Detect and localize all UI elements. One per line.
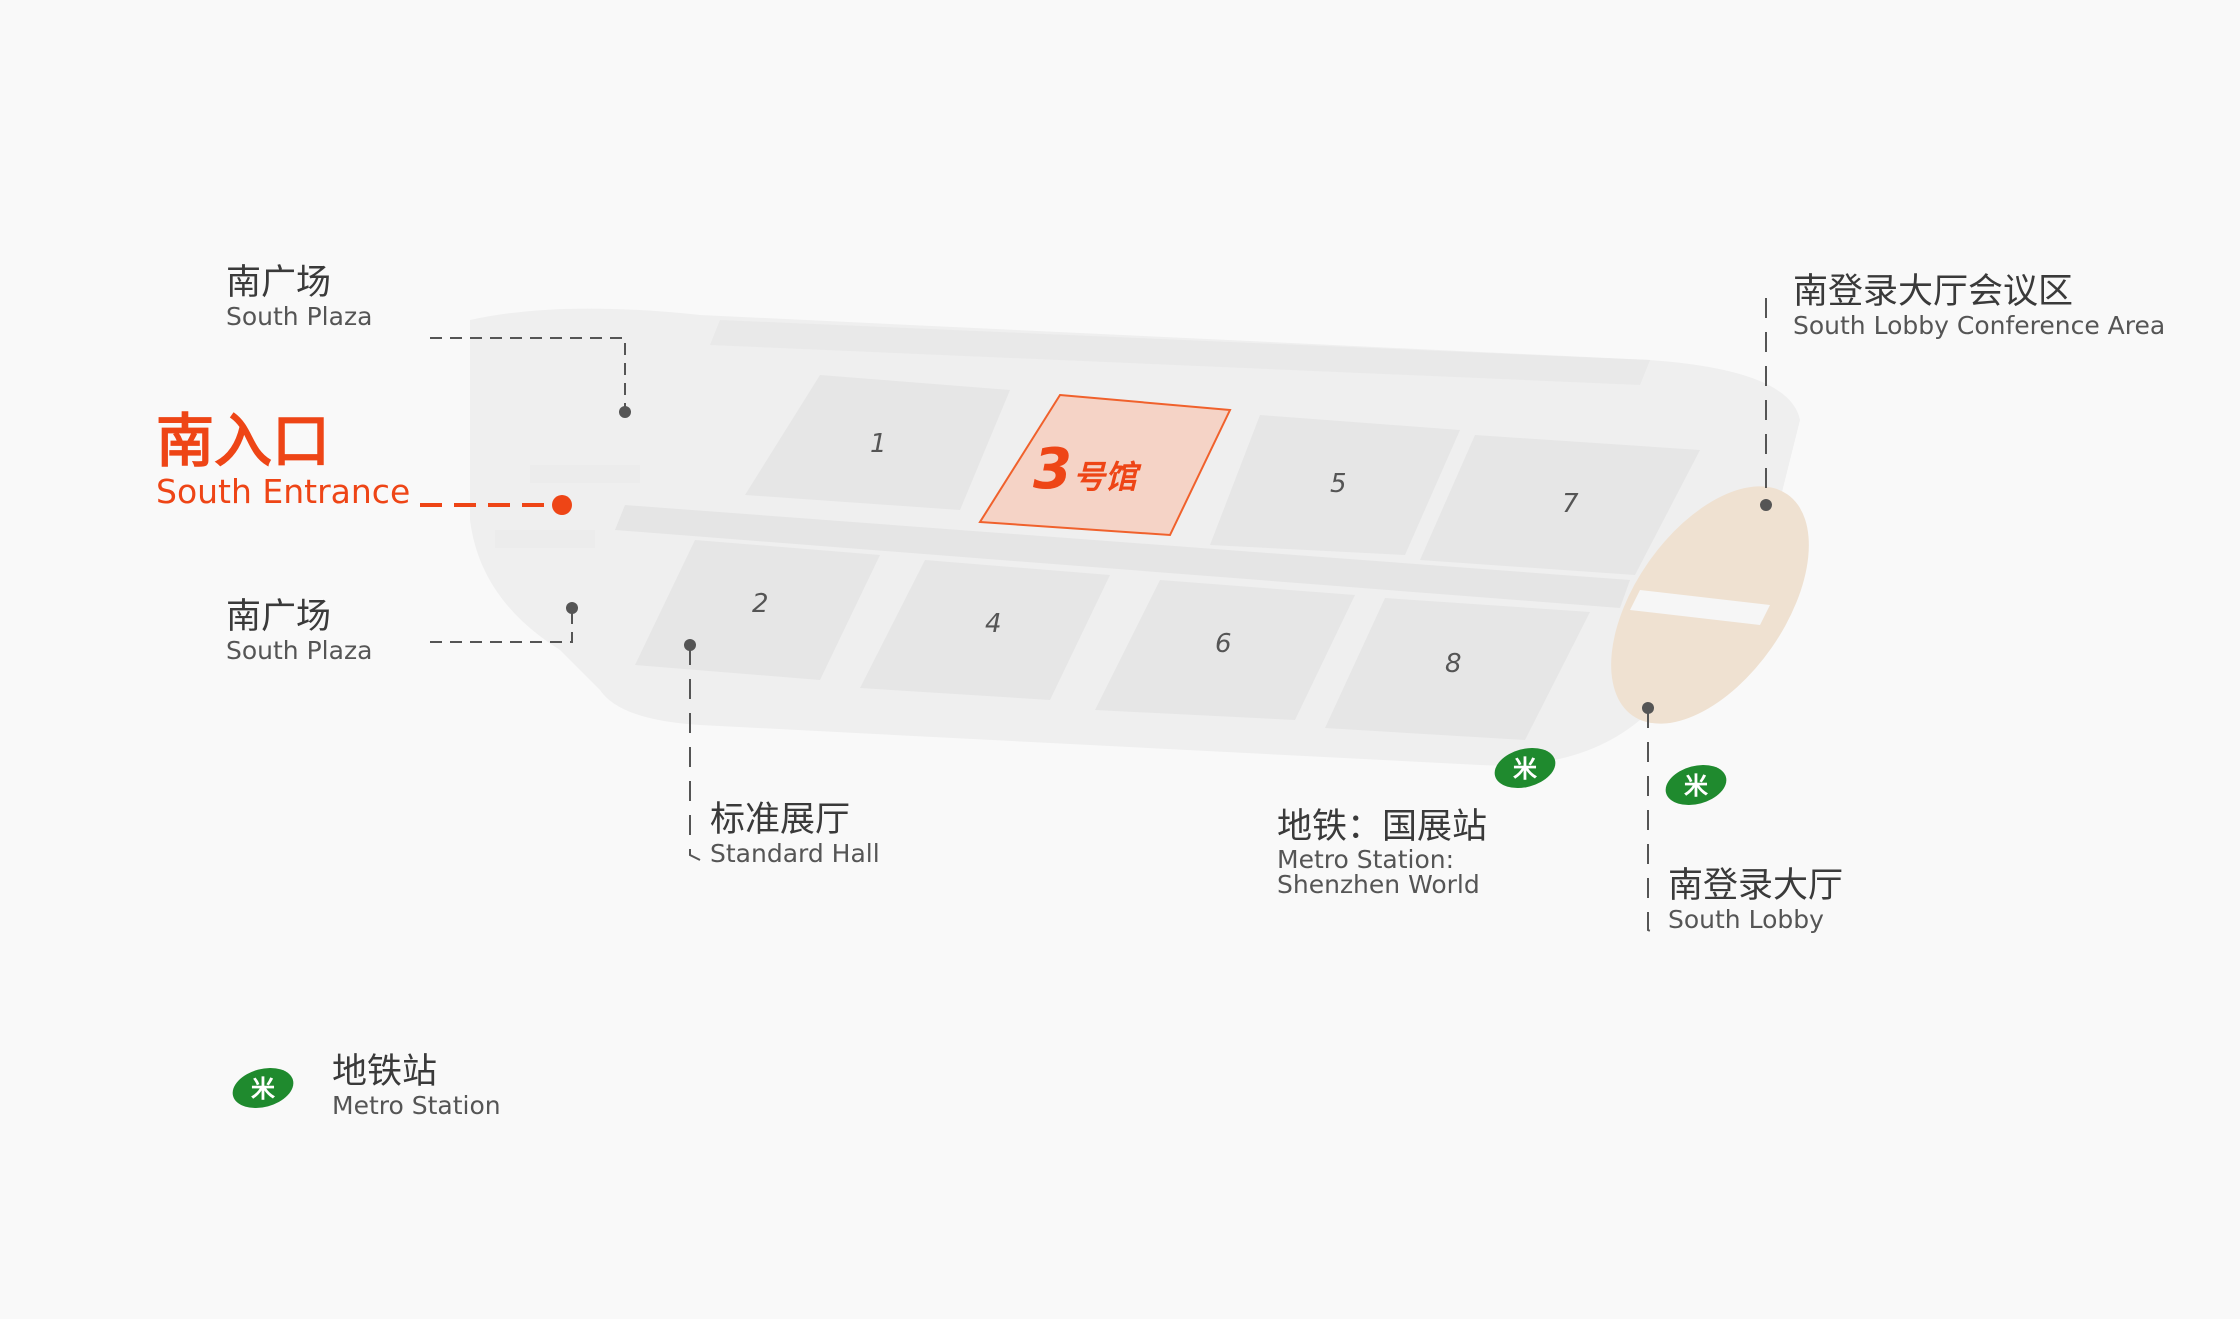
hall-2 [635,540,880,680]
plaza-marker-bottom [495,530,595,548]
hall-label-7: 7 [1562,489,1579,519]
hall-8 [1325,598,1590,740]
conference-area-label: 南登录大厅会议区 South Lobby Conference Area [1793,272,2165,340]
conference-area-zh: 南登录大厅会议区 [1793,272,2074,312]
south-plaza-bottom-zh: 南广场 [226,597,332,637]
leader-south-plaza-bottom [430,608,573,643]
metro-shenzhen-world-en-1: Metro Station: [1277,845,1455,875]
hall-label-1: 1 [870,429,887,459]
hall-label-4: 4 [985,609,1002,639]
pin-south-plaza-top [619,406,631,418]
metro-icon: 米 [1665,764,1727,806]
south-entrance-label: 南入口 South Entrance [156,407,411,511]
hall-3-number: 3 [1033,437,1072,502]
standard-hall-en: Standard Hall [710,839,880,869]
south-plaza-bottom-label: 南广场 South Plaza [226,597,372,665]
hall-5 [1210,415,1460,555]
hall-label-8: 8 [1445,649,1462,679]
metro-shenzhen-world-label: 地铁：国展站 Metro Station: Shenzhen World [1277,807,1487,897]
leader-south-plaza-top [430,337,626,412]
south-entrance-zh: 南入口 [156,407,331,475]
south-plaza-bottom-en: South Plaza [226,636,373,666]
north-road [710,320,1650,385]
svg-text:米: 米 [251,1075,275,1103]
south-lobby-label: 南登录大厅 South Lobby [1668,866,1843,934]
south-entrance-en: South Entrance [156,471,411,511]
plaza-marker-top [530,465,640,483]
south-lobby-en: South Lobby [1668,905,1824,935]
standard-hall-zh: 标准展厅 [710,800,851,840]
hall-7 [1420,435,1700,575]
leader-standard-hall [689,645,701,861]
conference-area-en: South Lobby Conference Area [1793,311,2166,341]
pin-south-plaza-bottom [566,602,578,614]
south-plaza-top-zh: 南广场 [226,263,332,303]
legend-zh: 地铁站 [332,1052,438,1092]
hall-label-2: 2 [752,589,769,619]
svg-text:米: 米 [1513,755,1537,783]
metro-icon: 米 [1494,747,1556,789]
hall-4 [860,560,1110,700]
pin-south-entrance [552,495,572,515]
south-plaza-top-en: South Plaza [226,302,373,332]
hall-label-5: 5 [1330,469,1347,499]
svg-text:米: 米 [1684,772,1708,800]
pin-standard-hall [684,639,696,651]
hall-6 [1095,580,1355,720]
pin-south-lobby [1642,702,1654,714]
hall-label-6: 6 [1215,629,1232,659]
metro-shenzhen-world-en-2: Shenzhen World [1277,870,1480,900]
south-plaza-top-label: 南广场 South Plaza [226,263,372,331]
legend-metro-icon: 米 [232,1067,294,1109]
central-spine [615,505,1630,608]
hall-3-highlight [978,393,1232,537]
metro-shenzhen-world-zh: 地铁：国展站 [1277,807,1488,847]
legend-en: Metro Station [332,1091,501,1121]
hall-1 [745,375,1010,510]
lobby-cut [1630,590,1770,625]
standard-hall-label: 标准展厅 Standard Hall [710,800,880,868]
hall-3-text: 号馆 [1073,458,1142,496]
pin-conference [1760,499,1772,511]
leader-south-lobby [1647,708,1661,936]
south-lobby-zh: 南登录大厅 [1668,866,1844,906]
legend: 地铁站 Metro Station [332,1052,501,1120]
